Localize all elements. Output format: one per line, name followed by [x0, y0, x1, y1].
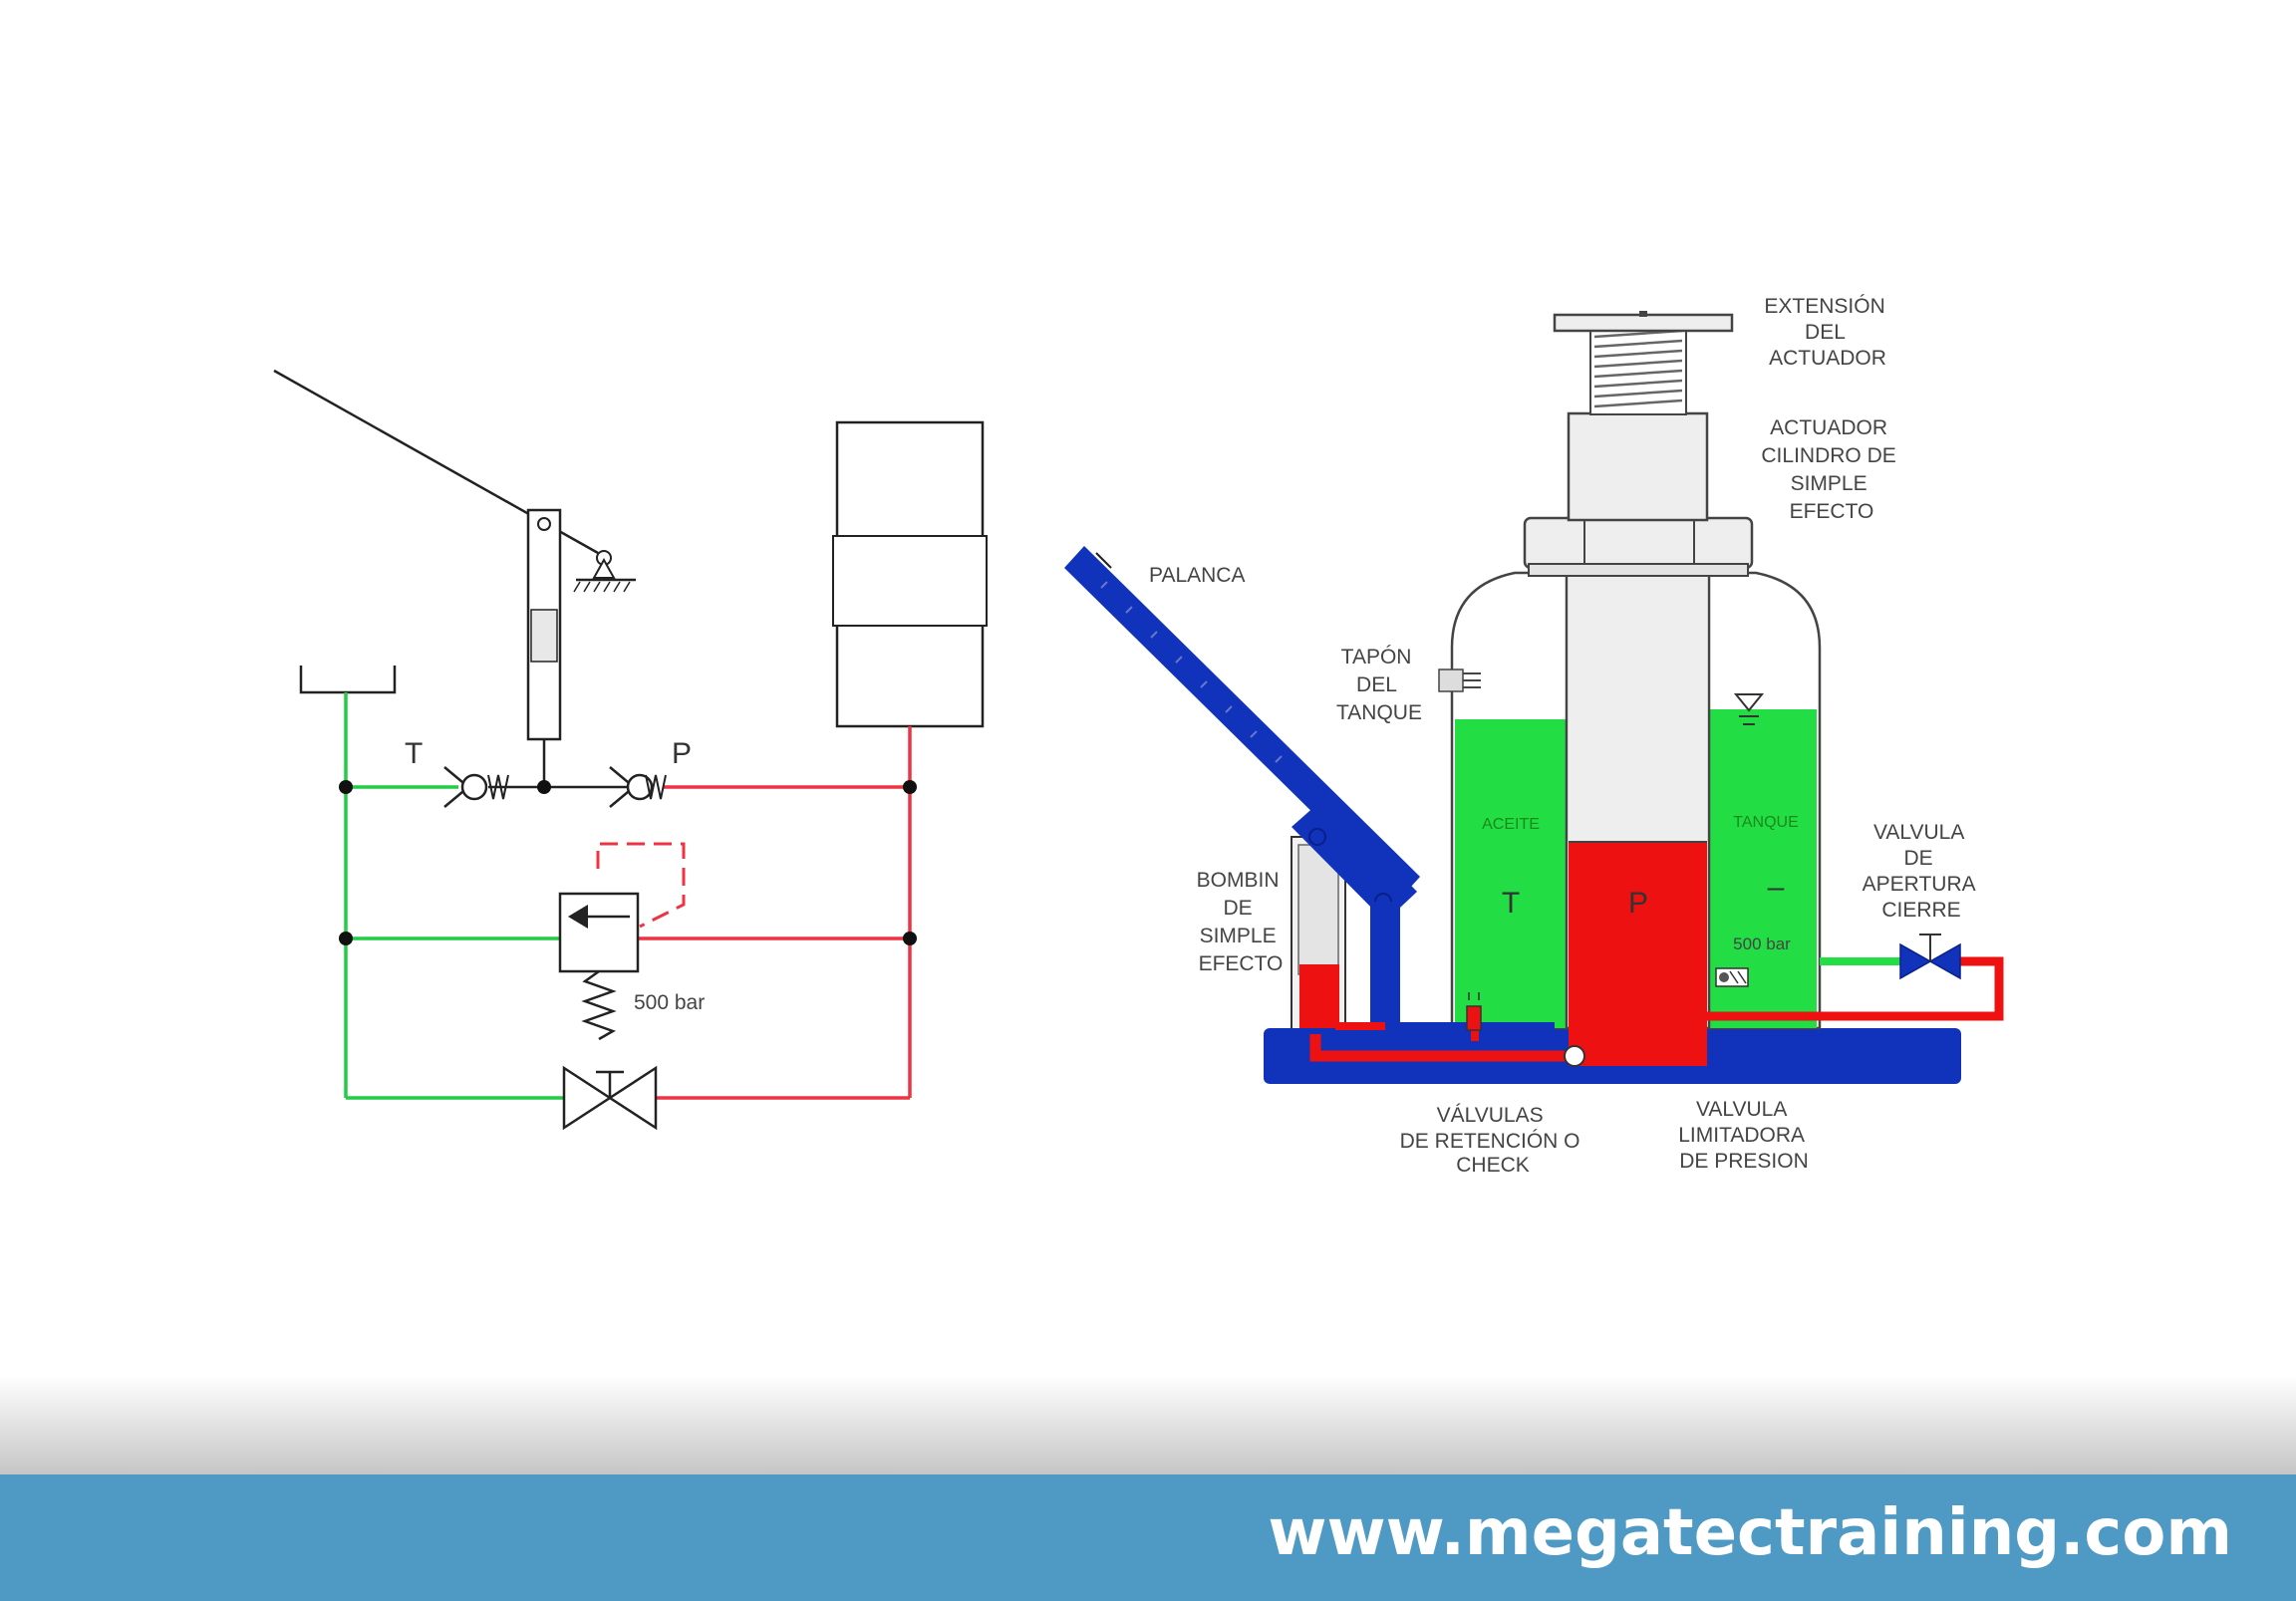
footer-bar: www.megatectraining.com [0, 1474, 2296, 1601]
tank-symbol [299, 666, 397, 694]
schematic-port-p: P [672, 737, 692, 770]
hydraulic-schematic: T P 500 bar [273, 369, 988, 1131]
jack-shutoff-valve-icon [1899, 934, 1961, 980]
jack-pressure-pipe [1309, 1034, 1575, 1062]
jack-port-t: T [1502, 887, 1520, 920]
jack-collar [1523, 516, 1754, 577]
lever-pivot-icon [573, 550, 636, 593]
tank-lines [344, 692, 564, 1100]
pump-cylinder [526, 508, 562, 787]
label-actuator: ACTUADOR CILINDRO DE SIMPLE EFECTO [1761, 416, 1901, 523]
jack-housing [1438, 571, 1822, 1066]
label-pump: BOMBIN DE SIMPLE EFECTO [1197, 869, 1286, 975]
label-check-valves: VÁLVULAS DE RETENCIÓN O CHECK [1400, 1104, 1586, 1177]
jack-extension [1553, 311, 1734, 415]
jack-pump-cylinder [1291, 797, 1417, 1035]
relief-valve-icon [558, 842, 686, 1041]
label-tank-cap: TAPÓN DEL TANQUE [1336, 646, 1422, 724]
label-extension: EXTENSIÓN DEL ACTUADOR [1764, 295, 1890, 370]
label-oil: ACEITE [1482, 816, 1540, 833]
tank-minus: – [1768, 871, 1785, 904]
label-tank: TANQUE [1733, 814, 1798, 831]
actuator-symbol [832, 420, 988, 728]
jack-port-p: P [1628, 887, 1648, 920]
schematic-relief-pressure: 500 bar [634, 991, 705, 1014]
footer-shadow [0, 1375, 2296, 1474]
check-valve-t-icon [443, 766, 509, 808]
label-relief-valve: VALVULA LIMITADORA DE PRESION [1678, 1098, 1809, 1173]
label-lever: PALANCA [1149, 564, 1245, 587]
label-valve: VALVULA DE APERTURA CIERRE [1863, 821, 1981, 922]
jack-check-valves-icon [1466, 992, 1585, 1067]
hydraulic-jack-cutaway: ACEITE T P TANQUE – 500 bar EXTENSIÓN DE… [1064, 295, 2004, 1177]
jack-return-red [1707, 956, 2004, 1021]
hydraulic-jack-diagram: T P 500 bar [273, 295, 2004, 1177]
check-valve-p-icon [609, 766, 667, 808]
jack-relief-pressure: 500 bar [1733, 934, 1791, 953]
jack-relief-valve-icon [1715, 967, 1749, 987]
junction-dots [339, 780, 917, 945]
pressure-lines [638, 726, 912, 1100]
jack-actuator [1567, 411, 1709, 522]
shutoff-valve-icon [562, 1065, 658, 1131]
schematic-port-t: T [405, 737, 423, 770]
footer-url[interactable]: www.megatectraining.com [1268, 1496, 2232, 1570]
